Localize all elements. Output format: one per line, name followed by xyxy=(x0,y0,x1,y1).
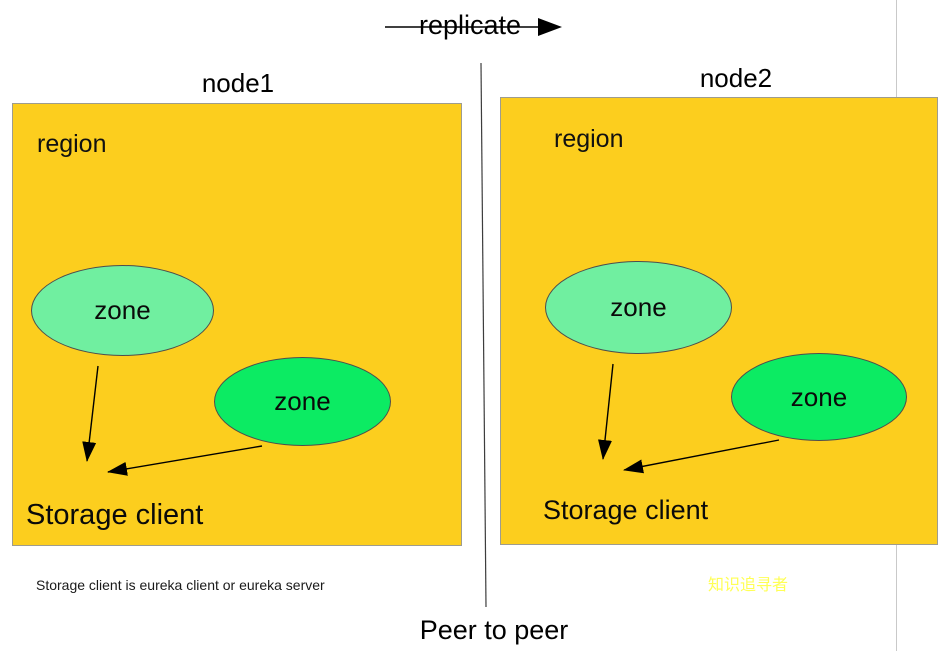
node2-title: node2 xyxy=(699,63,773,93)
node2-storage-client-label: Storage client xyxy=(543,495,709,525)
node1-zone1-ellipse: zone xyxy=(31,265,214,356)
node2-region-label: region xyxy=(554,125,624,153)
node2-zone2-label: zone xyxy=(790,381,848,412)
node-divider-line xyxy=(480,62,487,608)
node1-storage-client-label: Storage client xyxy=(26,499,204,531)
node2-region-box: region zone zone Storage client xyxy=(500,97,938,545)
replicate-label: replicate xyxy=(418,10,522,40)
caption-peer-to-peer: Peer to peer xyxy=(419,615,569,645)
node1-zone2-label: zone xyxy=(274,386,331,416)
node1-zone1-label: zone xyxy=(94,295,151,325)
node2-zone1-ellipse: zone xyxy=(545,261,732,354)
node2-zone2-ellipse: zone xyxy=(731,353,907,441)
node1-region-box: region zone zone Storage client xyxy=(12,103,462,546)
node2-zone1-label: zone xyxy=(610,292,667,322)
node1-region-label: region xyxy=(37,130,107,158)
footnote-text: Storage client is eureka client or eurek… xyxy=(36,577,325,593)
watermark-text: 知识追寻者 xyxy=(708,577,789,594)
node1-zone2-ellipse: zone xyxy=(214,357,391,446)
node1-title: node1 xyxy=(201,68,275,98)
